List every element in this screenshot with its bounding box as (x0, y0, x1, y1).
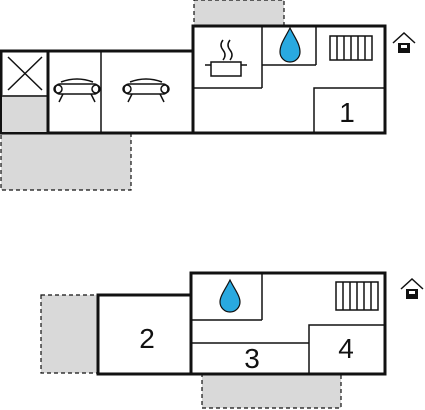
room-number: 4 (338, 333, 354, 364)
wall (308, 324, 385, 374)
terrace-bottom (201, 373, 342, 409)
house-entrance-icon (400, 277, 424, 299)
sofa-icon (53, 78, 101, 103)
house-entrance-icon (392, 31, 416, 53)
radiator-icon (335, 281, 379, 311)
radiator-icon (329, 35, 373, 61)
storage-terrace-patch (2, 95, 47, 132)
room-number: 3 (244, 343, 260, 374)
room-number: 1 (339, 97, 355, 128)
lower-floor: 2 3 4 (40, 271, 424, 409)
terrace-top (193, 0, 285, 27)
room-number: 2 (139, 323, 155, 354)
upper-floor: 1 (0, 0, 416, 191)
terrace-left (40, 294, 99, 374)
water-drop-icon (219, 278, 241, 313)
sofa-icon (122, 78, 170, 103)
storage-x-icon (7, 56, 43, 91)
cooking-pot-icon (205, 39, 247, 77)
wall (313, 87, 385, 133)
water-drop-icon (279, 26, 301, 63)
